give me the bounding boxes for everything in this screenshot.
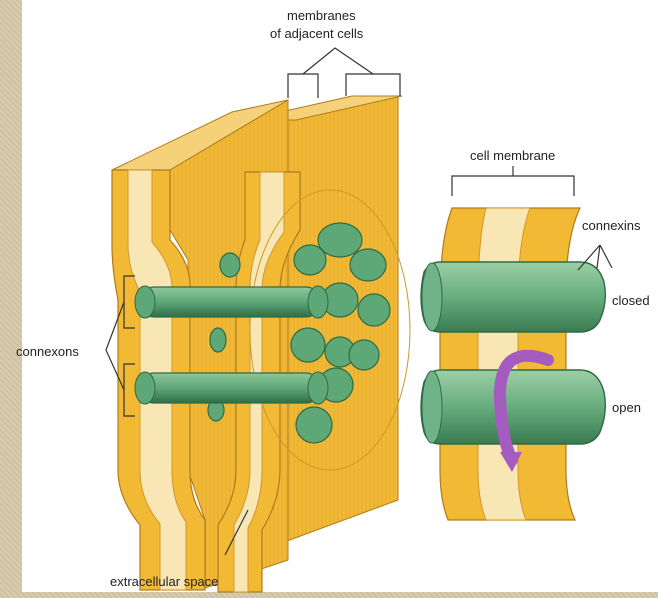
connexon-open xyxy=(421,370,605,444)
label-connexons: connexons xyxy=(16,344,79,359)
cell-membrane-detail xyxy=(421,208,605,520)
label-extracellular-space: extracellular space xyxy=(110,574,218,589)
label-cell-membrane: cell membrane xyxy=(470,148,555,163)
label-closed: closed xyxy=(612,293,650,308)
label-adjacent-cells: of adjacent cells xyxy=(270,26,364,41)
label-open: open xyxy=(612,400,641,415)
connexon-closed xyxy=(421,262,605,332)
label-connexins: connexins xyxy=(582,218,641,233)
label-membranes: membranes xyxy=(287,8,356,23)
